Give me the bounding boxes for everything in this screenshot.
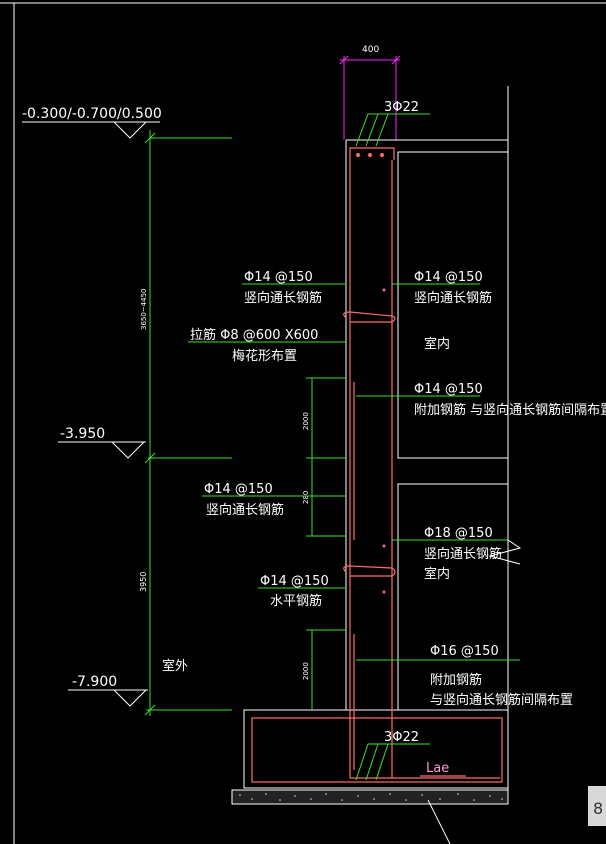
- ur-spec: Φ14 @150: [414, 270, 483, 285]
- ul-spec: Φ14 @150: [244, 270, 313, 285]
- elevation-top: -0.300/-0.700/0.500: [22, 106, 232, 139]
- ul-text: 竖向通长钢筋: [244, 290, 322, 306]
- top-bars-label: 3Φ22: [384, 100, 419, 115]
- upper-add-dim-2: 280: [302, 491, 310, 504]
- add-spec: Φ14 @150: [414, 382, 483, 397]
- ml-text: 竖向通长钢筋: [206, 502, 284, 518]
- elevation-mid: -3.950: [58, 426, 232, 459]
- lr-text2: 与竖向通长钢筋间隔布置: [430, 692, 573, 708]
- bottom-bars-callout: 3Φ22 Lae: [355, 730, 466, 781]
- horizontal-bars-callout: Φ14 @150 水平钢筋: [258, 574, 346, 609]
- lower-add-dimension: 2000: [302, 629, 346, 710]
- indoor-lower: 室内: [424, 566, 450, 582]
- tie-text: 梅花形布置: [232, 348, 297, 364]
- lr-spec: Φ16 @150: [430, 644, 499, 659]
- lower-height-dim: 3950: [139, 572, 148, 592]
- tie-spec: 拉筋 Φ8 @600 X600: [190, 327, 318, 343]
- top-bars-callout: 3Φ22: [355, 100, 430, 147]
- upper-height-dim: 3650~4450: [140, 289, 148, 331]
- additional-bars-callout: Φ14 @150 附加钢筋 与竖向通长钢筋间隔布置: [356, 382, 606, 418]
- elevation-bottom-label: -7.900: [72, 674, 117, 690]
- lower-right-callout: Φ16 @150 附加钢筋 与竖向通长钢筋间隔布置: [356, 644, 573, 708]
- hz-spec: Φ14 @150: [260, 574, 329, 589]
- elevation-top-label: -0.300/-0.700/0.500: [22, 106, 162, 122]
- lae-label: Lae: [426, 761, 449, 776]
- upper-add-dim-1: 2000: [302, 412, 310, 430]
- lr-text1: 附加钢筋: [430, 672, 482, 688]
- left-dimension: 3650~4450 3950: [139, 130, 156, 716]
- wall-width-label: 400: [362, 45, 379, 55]
- tie-callout: 拉筋 Φ8 @600 X600 梅花形布置: [188, 327, 346, 364]
- hz-text: 水平钢筋: [270, 593, 322, 609]
- upper-right-callout: Φ14 @150 竖向通长钢筋 室内: [392, 270, 492, 352]
- ur-text: 竖向通长钢筋: [414, 290, 492, 306]
- mid-left-callout: Φ14 @150 竖向通长钢筋: [202, 482, 346, 518]
- wall-width-dimension: 400: [339, 45, 401, 140]
- upper-add-dimension: 2000 280: [302, 377, 346, 537]
- corner-widget-label: 8: [593, 799, 603, 818]
- mr-spec: Φ18 @150: [424, 526, 493, 541]
- gravel-dots: [239, 793, 503, 801]
- mid-right-callout: Φ18 @150 竖向通长钢筋 室内: [392, 526, 522, 582]
- add-text: 附加钢筋 与竖向通长钢筋间隔布置: [414, 402, 606, 418]
- bottom-bars-label: 3Φ22: [384, 730, 419, 745]
- lower-add-dim: 2000: [302, 662, 310, 680]
- elevation-bottom: -7.900: [68, 674, 232, 711]
- break-symbol: [488, 539, 522, 565]
- indoor-upper: 室内: [424, 336, 450, 352]
- structure-outline: [231, 86, 509, 844]
- elevation-mid-label: -3.950: [60, 426, 105, 442]
- mr-text: 竖向通长钢筋: [424, 546, 502, 562]
- gravel-layer: [231, 789, 509, 805]
- outdoor-label: 室外: [162, 658, 188, 674]
- ml-spec: Φ14 @150: [204, 482, 273, 497]
- rebar: [251, 147, 503, 783]
- upper-left-callout: Φ14 @150 竖向通长钢筋: [242, 270, 346, 306]
- corner-widget[interactable]: [588, 786, 606, 826]
